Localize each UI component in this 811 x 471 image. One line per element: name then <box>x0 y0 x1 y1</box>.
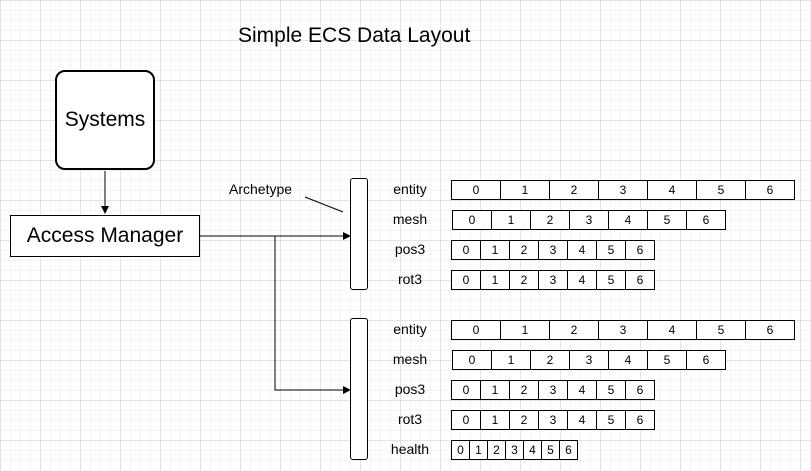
access-manager-box: Access Manager <box>10 215 200 257</box>
array-cell: 1 <box>469 440 488 460</box>
array-cell: 0 <box>451 440 470 460</box>
array-cell: 3 <box>538 380 568 400</box>
array-cell: 1 <box>491 210 531 230</box>
row-label: entity <box>393 321 427 337</box>
array-cell: 3 <box>538 270 568 290</box>
archetype-label: Archetype <box>229 181 293 197</box>
array-cell: 3 <box>505 440 524 460</box>
array-cell: 5 <box>596 410 626 430</box>
array-cell: 6 <box>745 320 795 340</box>
array-cell: 6 <box>625 240 655 260</box>
row-label: rot3 <box>397 411 423 427</box>
array-cell: 5 <box>647 350 687 370</box>
array-cell: 5 <box>696 180 746 200</box>
array-cell: 5 <box>696 320 746 340</box>
array-cell: 6 <box>686 350 726 370</box>
array-cell: 1 <box>500 180 550 200</box>
array-cell: 0 <box>451 410 481 430</box>
array-cell: 1 <box>480 380 510 400</box>
array-cell: 0 <box>451 320 501 340</box>
systems-box: Systems <box>55 70 155 170</box>
array-cell: 4 <box>567 380 597 400</box>
array-cell: 0 <box>451 180 501 200</box>
array-cell: 5 <box>541 440 560 460</box>
archetype-label-pointer <box>304 196 344 213</box>
array-cell: 2 <box>530 210 570 230</box>
array-cell: 4 <box>523 440 542 460</box>
array-cell: 2 <box>549 180 599 200</box>
row-label: mesh <box>392 211 428 227</box>
array-cell: 3 <box>538 410 568 430</box>
array-cell: 1 <box>480 270 510 290</box>
array-cell: 6 <box>559 440 578 460</box>
array-cell: 6 <box>625 380 655 400</box>
array-cell: 4 <box>567 270 597 290</box>
array-cell: 2 <box>509 270 539 290</box>
array-cell: 3 <box>598 180 648 200</box>
row-label: pos3 <box>394 241 426 257</box>
array-cell: 4 <box>567 240 597 260</box>
array-cell: 2 <box>509 380 539 400</box>
row-label: entity <box>393 181 427 197</box>
array-cell: 0 <box>451 270 481 290</box>
row-label: pos3 <box>394 381 426 397</box>
array-cell: 3 <box>569 210 609 230</box>
array-cell: 4 <box>567 410 597 430</box>
array-cell: 2 <box>509 240 539 260</box>
array-cell: 0 <box>452 210 492 230</box>
array-cell: 1 <box>491 350 531 370</box>
array-cell: 2 <box>487 440 506 460</box>
archetype-bar <box>350 178 368 290</box>
array-cell: 2 <box>530 350 570 370</box>
array-cell: 2 <box>509 410 539 430</box>
array-cell: 1 <box>500 320 550 340</box>
array-cell: 0 <box>451 380 481 400</box>
array-cell: 3 <box>598 320 648 340</box>
array-cell: 1 <box>480 240 510 260</box>
array-cell: 5 <box>596 380 626 400</box>
archetype-bar <box>350 318 368 460</box>
row-label: health <box>390 441 430 457</box>
array-cell: 0 <box>452 350 492 370</box>
array-cell: 4 <box>647 180 697 200</box>
access-to-archetype2-arrow <box>274 236 351 394</box>
array-cell: 4 <box>647 320 697 340</box>
array-cell: 1 <box>480 410 510 430</box>
array-cell: 4 <box>608 210 648 230</box>
array-cell: 5 <box>596 240 626 260</box>
array-cell: 6 <box>686 210 726 230</box>
array-cell: 4 <box>608 350 648 370</box>
array-cell: 6 <box>625 410 655 430</box>
array-cell: 2 <box>549 320 599 340</box>
diagram-title: Simple ECS Data Layout <box>238 24 471 47</box>
row-label: mesh <box>392 351 428 367</box>
row-label: rot3 <box>397 271 423 287</box>
array-cell: 3 <box>538 240 568 260</box>
array-cell: 6 <box>625 270 655 290</box>
array-cell: 6 <box>745 180 795 200</box>
array-cell: 3 <box>569 350 609 370</box>
array-cell: 0 <box>451 240 481 260</box>
array-cell: 5 <box>647 210 687 230</box>
array-cell: 5 <box>596 270 626 290</box>
